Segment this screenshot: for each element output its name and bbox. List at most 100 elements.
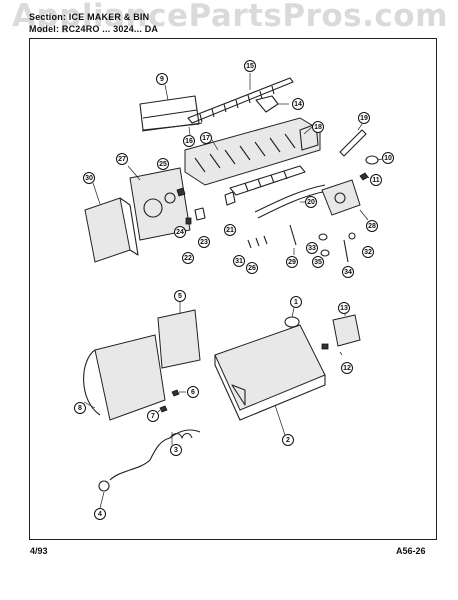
callout-23: 23 [198,236,210,248]
callout-3: 3 [170,444,182,456]
callout-label: 21 [226,227,234,234]
part-mold-heater [299,123,319,151]
callout-circle [83,172,95,184]
part-wire-coil [109,429,201,481]
callout-circle [244,60,256,72]
callout-circle [290,296,302,308]
callout-7: 7 [147,410,159,422]
callout-circle [182,252,194,264]
callout-22: 22 [182,252,194,264]
callout-label: 27 [118,156,126,163]
callout-circle [341,362,353,374]
callout-circle [170,444,182,456]
callout-circle [358,112,370,124]
part-water-valve [321,179,369,221]
callout-circle [370,174,382,186]
callout-circle [116,153,128,165]
callout-15: 15 [244,60,256,72]
callout-circle [94,508,106,520]
diagram-frame [29,38,437,540]
callout-28: 28 [366,220,378,232]
callout-label: 17 [202,135,210,142]
callout-label: 8 [78,405,82,412]
callout-circle [174,226,186,238]
part-ice-bin [214,324,326,436]
callout-35: 35 [312,256,324,268]
callout-16: 16 [183,135,195,147]
callout-label: 20 [307,199,315,206]
callout-label: 10 [384,155,392,162]
callout-label: 22 [184,255,192,262]
callout-4: 4 [94,508,106,520]
callout-9: 9 [156,73,168,85]
callout-circle [338,302,350,314]
callout-circle [233,255,245,267]
part-fill-slide [139,84,200,131]
part-bin-cup [284,307,300,328]
callout-label: 28 [368,223,376,230]
part-screws [157,389,186,413]
callout-label: 25 [159,161,167,168]
callout-label: 31 [235,258,243,265]
callout-label: 12 [343,365,351,372]
footer-date: 4/93 [30,546,48,556]
callout-circle [224,224,236,236]
callout-circle [312,121,324,133]
callout-24: 24 [174,226,186,238]
callout-34: 34 [342,266,354,278]
callout-label: 32 [364,249,372,256]
callout-label: 35 [314,259,322,266]
callout-label: 14 [294,101,302,108]
callout-6: 6 [187,386,199,398]
callout-label: 34 [344,269,352,276]
callout-13: 13 [338,302,350,314]
callout-8: 8 [74,402,86,414]
callout-18: 18 [312,121,324,133]
callout-14: 14 [292,98,304,110]
callout-5: 5 [174,290,186,302]
callout-29: 29 [286,256,298,268]
callout-26: 26 [246,262,258,274]
part-bin-front [83,334,166,421]
callout-circle [183,135,195,147]
callout-31: 31 [233,255,245,267]
callout-circle [305,196,317,208]
part-lever [255,95,289,113]
part-ejector [187,73,294,124]
part-valve-hardware [318,232,356,263]
callout-32: 32 [362,246,374,258]
callout-label: 3 [174,447,178,454]
callout-label: 15 [246,63,254,70]
callout-circle [292,98,304,110]
callout-circle [156,73,168,85]
callout-label: 26 [248,265,256,272]
callout-label: 4 [98,511,102,518]
callout-circle [366,220,378,232]
callout-circle [282,434,294,446]
callout-circle [342,266,354,278]
part-control-housing [127,165,191,241]
callout-label: 16 [185,138,193,145]
callout-10: 10 [382,152,394,164]
callout-circle [312,256,324,268]
part-bin-switch [157,302,201,369]
part-valve-fittings [359,155,383,181]
callout-33: 33 [306,242,318,254]
footer-page-code: A56-26 [396,546,426,556]
part-stripper [229,165,306,196]
callout-circle [147,410,159,422]
callout-11: 11 [370,174,382,186]
part-fill-tube [339,123,367,157]
section-title: Section: ICE MAKER & BIN [29,12,150,22]
callout-17: 17 [200,132,212,144]
callout-label: 33 [308,245,316,252]
callout-circle [200,132,212,144]
callout-label: 9 [160,76,164,83]
callout-30: 30 [83,172,95,184]
callout-circle [157,158,169,170]
callout-circle [74,402,86,414]
part-plug [98,480,110,509]
part-fuse [289,224,297,255]
